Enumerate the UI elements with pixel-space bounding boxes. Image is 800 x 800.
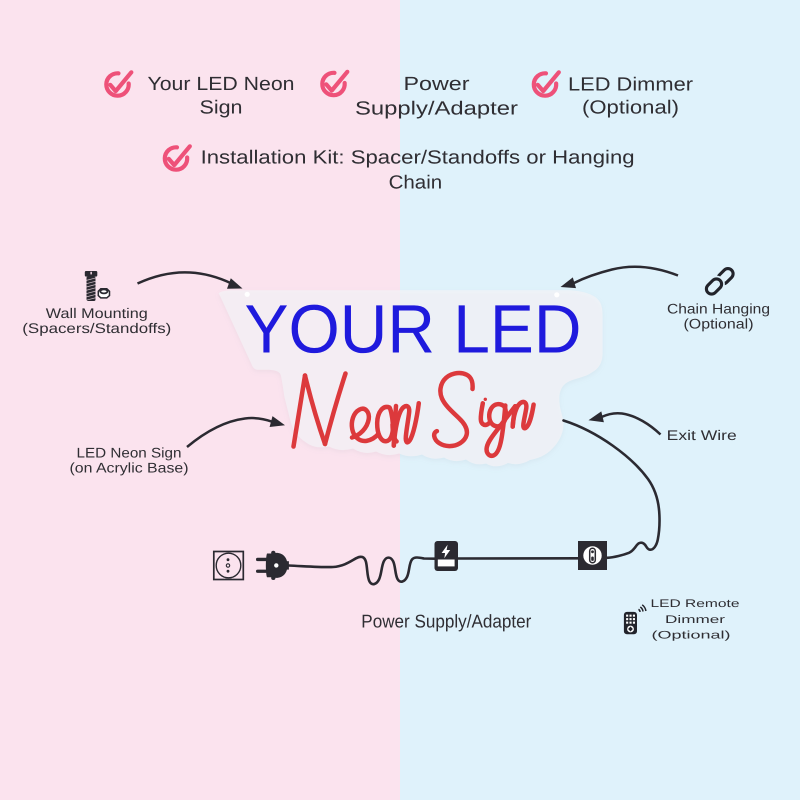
svg-text:Chain Hanging: Chain Hanging [667, 300, 770, 316]
svg-text:Power Supply/Adapter: Power Supply/Adapter [361, 610, 531, 631]
svg-text:Dimmer: Dimmer [665, 614, 726, 626]
svg-text:(Optional): (Optional) [652, 629, 731, 641]
svg-text:Power: Power [404, 74, 471, 95]
svg-text:LED Remote: LED Remote [651, 598, 740, 610]
svg-text:(Spacers/Standoffs): (Spacers/Standoffs) [22, 320, 171, 336]
svg-text:Exit Wire: Exit Wire [667, 427, 737, 443]
svg-text:Sign: Sign [200, 97, 243, 118]
svg-text:(Optional): (Optional) [684, 316, 754, 332]
svg-text:LED Neon Sign: LED Neon Sign [77, 444, 182, 460]
svg-text:(Optional): (Optional) [582, 97, 679, 118]
svg-text:LED Dimmer: LED Dimmer [568, 74, 694, 95]
svg-text:Your LED Neon: Your LED Neon [148, 74, 295, 95]
svg-text:Chain: Chain [389, 173, 443, 194]
svg-text:(on Acrylic Base): (on Acrylic Base) [70, 459, 189, 475]
svg-text:YOUR LED: YOUR LED [245, 290, 582, 367]
svg-text:Wall Mounting: Wall Mounting [46, 305, 148, 321]
svg-text:Supply/Adapter: Supply/Adapter [355, 99, 519, 120]
svg-text:Installation Kit: Spacer/Stand: Installation Kit: Spacer/Standoffs or Ha… [201, 147, 635, 168]
